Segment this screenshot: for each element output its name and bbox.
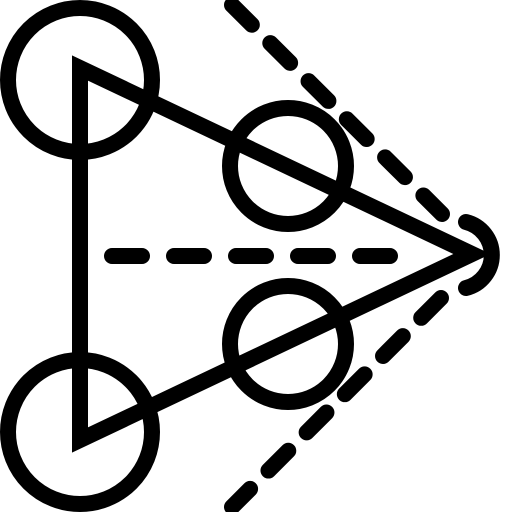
main-triangle <box>72 55 491 453</box>
upper-edge-node-circle <box>222 100 354 232</box>
apex-arc <box>458 214 500 296</box>
upper-dashed-projection-line <box>224 0 450 222</box>
bottom-left-node-circle <box>0 352 160 512</box>
lower-dashed-projection-line <box>224 290 449 512</box>
top-left-node-circle <box>0 0 160 160</box>
lower-edge-node-circle <box>222 278 354 410</box>
